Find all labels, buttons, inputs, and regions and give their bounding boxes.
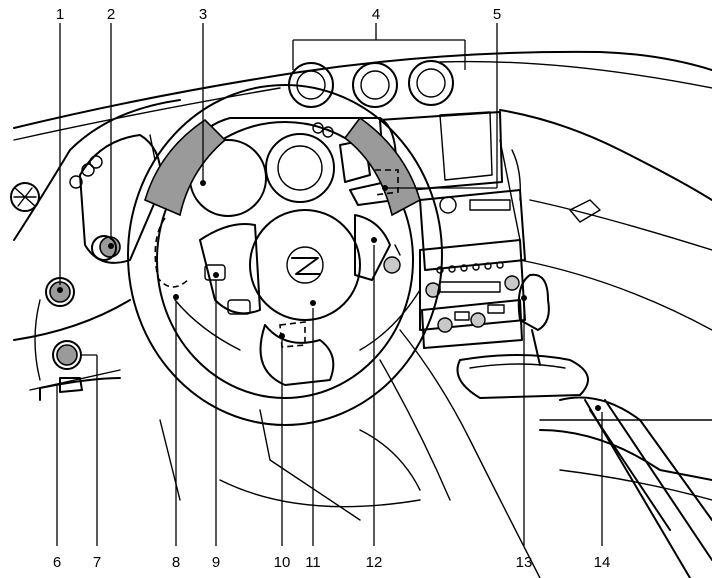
- leader-lines: [56, 23, 603, 546]
- callout-13: 13: [516, 554, 533, 571]
- callout-4: 4: [372, 6, 380, 23]
- callout-6: 6: [53, 554, 61, 571]
- dashboard-outline: [10, 50, 712, 501]
- center-stack: [379, 111, 526, 349]
- callout-10: 10: [274, 554, 291, 571]
- dashed-outlines: [154, 169, 399, 348]
- callout-labels: 1 2 3 4 5 6 7 8 9 10 11 12 13 14: [53, 6, 611, 571]
- callout-11: 11: [305, 554, 321, 571]
- callout-2: 2: [107, 6, 115, 23]
- callout-3: 3: [199, 6, 207, 23]
- callout-14: 14: [594, 554, 611, 571]
- callout-1: 1: [56, 6, 64, 23]
- top-gauges: [288, 60, 454, 108]
- z-logo-icon: [291, 257, 321, 275]
- left-cluster: [34, 134, 162, 393]
- callout-12: 12: [366, 554, 383, 571]
- callout-5: 5: [493, 6, 501, 23]
- floor-area: [159, 409, 421, 521]
- callout-8: 8: [172, 554, 180, 571]
- callout-9: 9: [212, 554, 220, 571]
- callout-7: 7: [93, 554, 101, 571]
- steering-wheel: [127, 84, 443, 426]
